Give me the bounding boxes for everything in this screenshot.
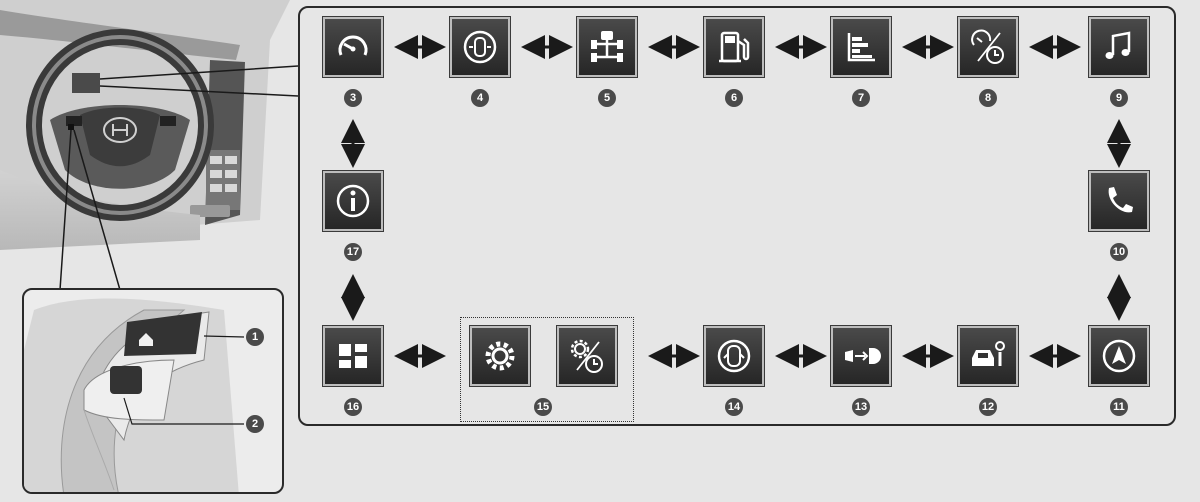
navigation-arrow-icon <box>1102 339 1136 373</box>
screen-tile-6 <box>703 16 765 78</box>
badge-5: 5 <box>598 89 616 107</box>
screen-tile-4 <box>449 16 511 78</box>
info-icon <box>336 184 370 218</box>
badge-16: 16 <box>344 398 362 416</box>
screen-tile-3 <box>322 16 384 78</box>
trip-timer-icon <box>971 29 1004 64</box>
badge-12: 12 <box>979 398 997 416</box>
gear-icon <box>485 341 515 371</box>
badge-13: 13 <box>852 398 870 416</box>
steering-button-inset: 1 2 <box>22 288 284 494</box>
badge-6: 6 <box>725 89 743 107</box>
screen-tile-15b <box>556 325 618 387</box>
screen-tile-15a <box>469 325 531 387</box>
callout-badge-2: 2 <box>246 415 264 433</box>
dashboard-illustration <box>0 0 299 290</box>
headlight-icon <box>845 348 881 364</box>
badge-10: 10 <box>1110 243 1128 261</box>
screen-tile-16 <box>322 325 384 387</box>
screen-tile-11 <box>1088 325 1150 387</box>
settings-group-outline <box>460 317 634 422</box>
badge-14: 14 <box>725 398 743 416</box>
badge-17: 17 <box>344 243 362 261</box>
gear-clock-icon <box>570 339 603 373</box>
phone-icon <box>1108 187 1133 213</box>
vehicle-doors-icon <box>717 339 751 373</box>
badge-11: 11 <box>1110 398 1128 416</box>
badge-15: 15 <box>534 398 552 416</box>
home-icon <box>139 333 153 346</box>
steering-button-closeup <box>24 298 245 492</box>
callout-badge-1: 1 <box>246 328 264 346</box>
screen-tile-10 <box>1088 170 1150 232</box>
badge-7: 7 <box>852 89 870 107</box>
screen-tile-8 <box>957 16 1019 78</box>
all-wheel-drive-icon <box>591 31 623 62</box>
screen-tile-5 <box>576 16 638 78</box>
split-screen-icon <box>339 344 367 368</box>
screen-tile-14 <box>703 325 765 387</box>
speedometer-icon <box>338 35 368 56</box>
fuel-pump-icon <box>719 31 750 63</box>
badge-3: 3 <box>344 89 362 107</box>
screen-tile-9 <box>1088 16 1150 78</box>
selector-pad-icon <box>110 366 142 394</box>
screen-tile-12 <box>957 325 1019 387</box>
screen-tile-13 <box>830 325 892 387</box>
badge-9: 9 <box>1110 89 1128 107</box>
music-note-icon <box>1105 31 1131 59</box>
vehicle-info-icon <box>972 341 1005 366</box>
badge-4: 4 <box>471 89 489 107</box>
badge-8: 8 <box>979 89 997 107</box>
vehicle-top-view-icon <box>463 30 497 64</box>
screen-tile-17 <box>322 170 384 232</box>
bar-chart-icon <box>847 33 875 62</box>
screen-tile-7 <box>830 16 892 78</box>
